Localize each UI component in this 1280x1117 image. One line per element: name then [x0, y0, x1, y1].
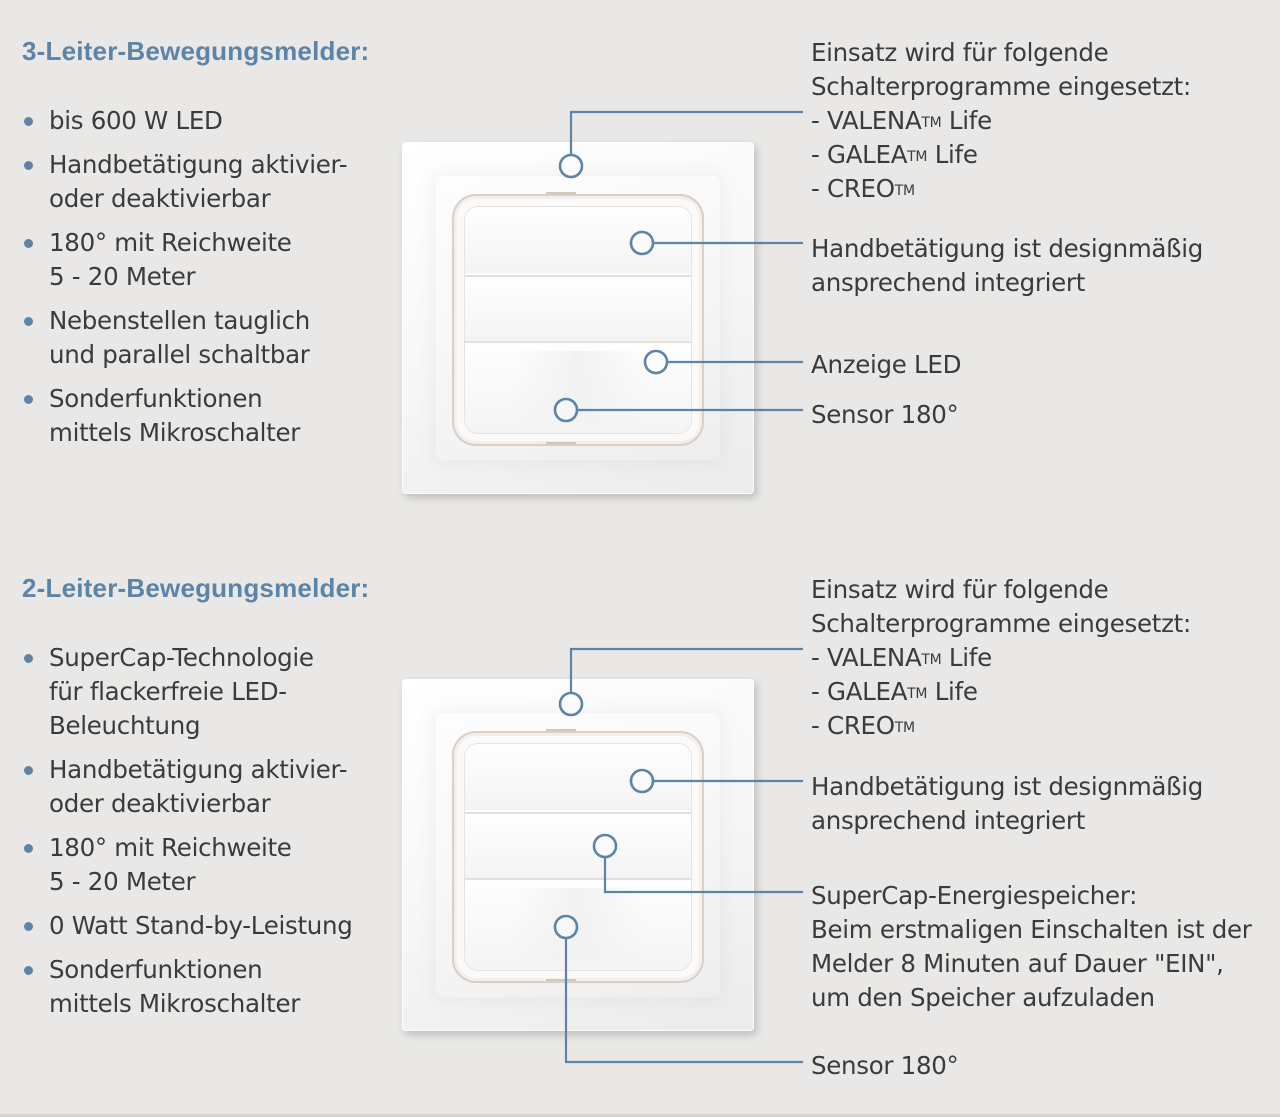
bullet-dot-icon: [24, 395, 33, 404]
feature-item: 180° mit Reichweite 5 - 20 Meter: [22, 831, 372, 899]
callout-supercap: SuperCap-Energiespeicher: Beim erstmalig…: [811, 881, 1252, 1012]
marker-insert-icon: [558, 691, 584, 717]
trademark-mark: TM: [894, 720, 915, 736]
feature-item: 0 Watt Stand-by-Leistung: [22, 909, 372, 943]
feature-text: 180° mit Reichweite 5 - 20 Meter: [49, 228, 292, 291]
frame-mark-top: [546, 729, 576, 731]
program-item: - VALENATM Life: [811, 641, 1191, 675]
intro-line: Einsatz wird für folgende: [811, 575, 1109, 604]
feature-item: Sonderfunktionen mittels Mikroschalter: [22, 382, 372, 450]
feature-text: Sonderfunktionen mittels Mikroschalter: [49, 955, 301, 1018]
program-item: - GALEATM Life: [811, 138, 1191, 172]
marker-sensor-icon: [553, 914, 579, 940]
marker-manual-icon: [629, 230, 655, 256]
program-suffix: Life: [941, 643, 992, 672]
marker-supercap-icon: [592, 833, 618, 859]
feature-item: Handbetätigung aktivier- oder deaktivier…: [22, 148, 372, 216]
bottom-border: [0, 1114, 1280, 1117]
bullet-dot-icon: [24, 317, 33, 326]
trademark-mark: TM: [907, 149, 928, 165]
rocker-middle: [465, 812, 691, 878]
feature-text: Handbetätigung aktivier- oder deaktivier…: [49, 150, 348, 213]
section-2-wire-detector: 2-Leiter-Bewegungsmelder: SuperCap-Techn…: [0, 537, 1280, 1082]
feature-item: bis 600 W LED: [22, 104, 372, 138]
feature-text: Nebenstellen tauglich und parallel schal…: [49, 306, 311, 369]
feature-text: 180° mit Reichweite 5 - 20 Meter: [49, 833, 292, 896]
callout-sensor: Sensor 180°: [811, 1051, 959, 1080]
program-name: - GALEA: [811, 677, 908, 706]
bullet-dot-icon: [24, 966, 33, 975]
trademark-mark: TM: [921, 115, 942, 131]
feature-text: bis 600 W LED: [49, 106, 223, 135]
trademark-mark: TM: [894, 183, 915, 199]
program-item: - CREOTM: [811, 172, 1191, 206]
trademark-mark: TM: [907, 686, 928, 702]
bullet-dot-icon: [24, 161, 33, 170]
callout-lines: [553, 647, 803, 1064]
programs-intro: Einsatz wird für folgende Schalterprogra…: [811, 573, 1191, 743]
bullet-dot-icon: [24, 766, 33, 775]
program-suffix: Life: [941, 106, 992, 135]
bullet-dot-icon: [24, 844, 33, 853]
frame-mark-bottom: [546, 979, 576, 981]
feature-item: Sonderfunktionen mittels Mikroschalter: [22, 953, 372, 1021]
bullet-dot-icon: [24, 654, 33, 663]
feature-text: 0 Watt Stand-by-Leistung: [49, 911, 353, 940]
feature-list: bis 600 W LED Handbetätigung aktivier- o…: [22, 104, 372, 460]
sensor-lens: [511, 888, 645, 960]
programs-intro: Einsatz wird für folgende Schalterprogra…: [811, 36, 1191, 206]
callout-sensor: Sensor 180°: [811, 400, 959, 429]
leader-line-programs: [569, 110, 803, 155]
feature-item: Nebenstellen tauglich und parallel schal…: [22, 304, 372, 372]
feature-item: Handbetätigung aktivier- oder deaktivier…: [22, 753, 372, 821]
feature-list: SuperCap-Technologie für flackerfreie LE…: [22, 641, 372, 1031]
program-item: - VALENATM Life: [811, 104, 1191, 138]
feature-text: Sonderfunktionen mittels Mikroschalter: [49, 384, 301, 447]
callout-manual: Handbetätigung ist designmäßig anspreche…: [811, 234, 1204, 297]
frame-mark-bottom: [546, 442, 576, 444]
callout-manual: Handbetätigung ist designmäßig anspreche…: [811, 772, 1204, 835]
feature-item: SuperCap-Technologie für flackerfreie LE…: [22, 641, 372, 743]
program-suffix: Life: [927, 140, 978, 169]
bullet-dot-icon: [24, 239, 33, 248]
program-name: - CREO: [811, 174, 895, 203]
program-name: - VALENA: [811, 643, 922, 672]
callout-lines: [553, 110, 803, 423]
program-item: - CREOTM: [811, 709, 1191, 743]
marker-led-icon: [643, 349, 669, 375]
leader-line-supercap: [603, 857, 803, 894]
feature-item: 180° mit Reichweite 5 - 20 Meter: [22, 226, 372, 294]
feature-text: Handbetätigung aktivier- oder deaktivier…: [49, 755, 348, 818]
leader-line-sensor: [564, 938, 803, 1064]
program-name: - CREO: [811, 711, 895, 740]
marker-manual-icon: [629, 768, 655, 794]
program-name: - GALEA: [811, 140, 908, 169]
section-heading: 2-Leiter-Bewegungsmelder:: [22, 573, 370, 603]
feature-text: SuperCap-Technologie für flackerfreie LE…: [49, 643, 314, 740]
marker-insert-icon: [558, 153, 584, 179]
section-3-wire-detector: 3-Leiter-Bewegungsmelder: bis 600 W LED …: [0, 0, 1280, 545]
rocker-middle: [465, 275, 691, 341]
bullet-dot-icon: [24, 117, 33, 126]
frame-mark-top: [546, 192, 576, 194]
callout-led: Anzeige LED: [811, 350, 962, 379]
intro-line: Schalterprogramme eingesetzt:: [811, 609, 1191, 638]
section-heading: 3-Leiter-Bewegungsmelder:: [22, 36, 370, 66]
intro-line: Einsatz wird für folgende: [811, 38, 1109, 67]
program-name: - VALENA: [811, 106, 922, 135]
program-suffix: Life: [927, 677, 978, 706]
trademark-mark: TM: [921, 652, 942, 668]
marker-sensor-icon: [553, 397, 579, 423]
intro-line: Schalterprogramme eingesetzt:: [811, 72, 1191, 101]
leader-line-programs: [569, 647, 803, 692]
bullet-dot-icon: [24, 922, 33, 931]
program-item: - GALEATM Life: [811, 675, 1191, 709]
